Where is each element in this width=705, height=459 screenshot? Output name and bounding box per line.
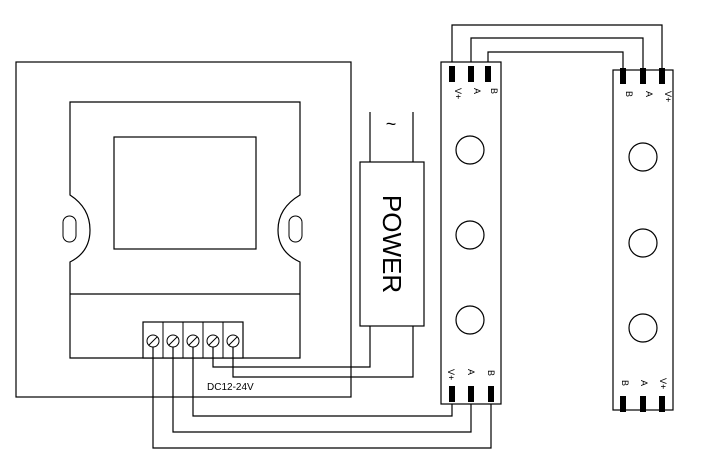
- power-supply: ~ POWER: [359, 112, 425, 356]
- link-wires: [451, 24, 663, 68]
- strip-2-bottom-label-vplus: V+: [658, 378, 668, 389]
- strip-2-top-pin-a: [640, 68, 646, 84]
- strip-1-top-pin-a: [468, 66, 474, 82]
- terminal-block: [142, 321, 244, 359]
- strip-2-led-2: [628, 228, 658, 258]
- controller-display: [113, 136, 257, 250]
- wire-a: [172, 347, 472, 433]
- strip-2-led-3: [628, 313, 658, 343]
- strip-2-bottom-label-b: B: [620, 380, 630, 386]
- controller-faceplate: [69, 101, 301, 359]
- strip-1-bottom-label-a: A: [466, 369, 476, 375]
- strip-1-top-pin-b: [485, 66, 491, 82]
- strip-1-bottom-label-b: B: [486, 370, 496, 376]
- strip-1-top-label-b: B: [489, 88, 499, 94]
- right-mounting-slot: [288, 215, 303, 243]
- strip-2-bottom-pin-a: [640, 396, 646, 412]
- strip-2-bottom-pin-b: [620, 396, 626, 412]
- strip-1-bottom-pin-vplus: [449, 386, 455, 402]
- left-mounting-slot: [62, 215, 77, 243]
- strip-1-bottom-pin-a: [468, 386, 474, 402]
- strip-2-bottom-pin-vplus: [659, 396, 665, 412]
- strip-2-bottom-label-a: A: [639, 380, 649, 386]
- wire-controller-to-power-pos: [232, 347, 414, 378]
- led-strip-1: V+ A B V+ A B: [440, 61, 502, 405]
- ac-symbol: ~: [386, 114, 397, 134]
- link-wire-b: [487, 51, 624, 68]
- strip-2-led-1: [628, 142, 658, 172]
- link-wire-vplus: [451, 24, 663, 68]
- strip-2-top-label-a: A: [644, 91, 654, 97]
- strip-1-led-2: [455, 220, 485, 250]
- strip-2-top-label-vplus: V+: [663, 91, 673, 102]
- power-label: POWER: [377, 195, 407, 293]
- strip-1-top-pin-vplus: [449, 66, 455, 82]
- controller-panel: DC12-24V: [15, 61, 352, 398]
- strip-2-top-pin-b: [620, 68, 626, 84]
- power-supply-box: [359, 161, 425, 327]
- power-wires: [212, 347, 414, 378]
- led-strip-2: B A V+ B A V+: [612, 68, 674, 412]
- dc-voltage-label: DC12-24V: [207, 382, 254, 393]
- strip-1-led-1: [455, 135, 485, 165]
- signal-wires: [152, 347, 492, 449]
- strip-1-top-label-a: A: [472, 88, 482, 94]
- wire-controller-to-power-neg: [212, 347, 371, 368]
- strip-1-led-3: [455, 305, 485, 335]
- strip-2-top-label-b: B: [624, 91, 634, 97]
- wire-b: [152, 347, 492, 449]
- strip-1-bottom-pin-b: [488, 386, 494, 402]
- strip-1-bottom-label-vplus: V+: [446, 369, 456, 380]
- link-wire-a: [470, 37, 644, 68]
- wire-vplus: [192, 347, 453, 417]
- strip-2-top-pin-vplus: [659, 68, 665, 84]
- strip-1-top-label-vplus: V+: [453, 88, 463, 99]
